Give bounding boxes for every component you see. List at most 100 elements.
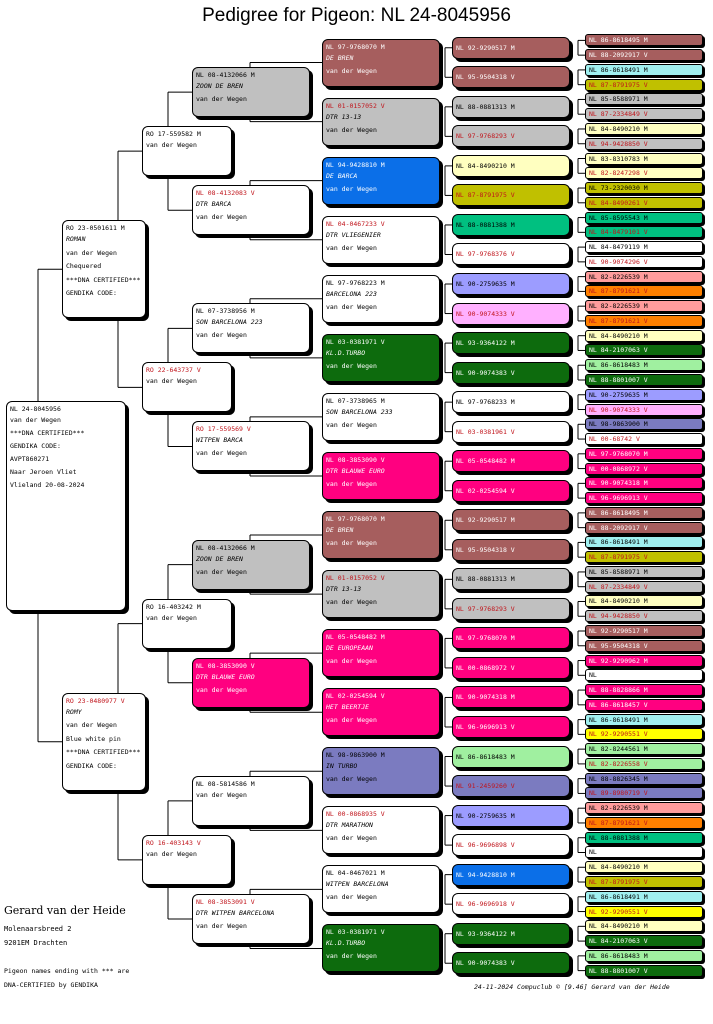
gen6-ancestor-box[interactable]: NL 82-8244561 M	[585, 743, 703, 756]
gen6-ancestor-box[interactable]: NL 87-8791975 V	[585, 876, 703, 889]
gen6-ancestor-box[interactable]: NL 82-8226539 M	[585, 802, 703, 815]
gen6-ancestor-box[interactable]: NL 85-8595543 M	[585, 211, 703, 224]
gen5-ancestor-box[interactable]: NL 87-8791975 V	[452, 184, 570, 207]
gen5-ancestor-box[interactable]: NL 88-0881313 M	[452, 95, 570, 118]
gen6-ancestor-box[interactable]: NL 92-9290517 M	[585, 625, 703, 637]
gen5-ancestor-box[interactable]: NL 90-2759635 M	[452, 273, 570, 296]
gen6-ancestor-box[interactable]: NL 87-8791621 V	[585, 314, 703, 327]
gen5-ancestor-box[interactable]: NL 92-9290517 M	[452, 509, 570, 532]
gen6-ancestor-box[interactable]: NL 97-9768070 M	[585, 447, 703, 460]
gen6-ancestor-box[interactable]: NL 88-2092917 V	[585, 49, 703, 62]
gen6-ancestor-box[interactable]: NL 92-9290962 M	[585, 654, 703, 667]
gen6-ancestor-box[interactable]: NL 90-9074333 V	[585, 403, 703, 416]
gen6-ancestor-box[interactable]: NL 86-8618495 M	[585, 506, 703, 519]
gen6-ancestor-box[interactable]: NL 95-9504318 V	[585, 639, 703, 652]
gen6-ancestor-box[interactable]: NL 92-9290551 V	[585, 905, 703, 918]
gen5-ancestor-box[interactable]: NL 90-9074318 M	[452, 686, 570, 709]
gen5-ancestor-box[interactable]: NL 90-9074383 V	[452, 952, 570, 975]
gen6-ancestor-box[interactable]: NL 88-8801007 V	[585, 373, 703, 386]
gen6-ancestor-box[interactable]: NL 84-8490210 M	[585, 920, 703, 933]
gen6-ancestor-box[interactable]: NL 86-8618457 V	[585, 698, 703, 711]
gen6-ancestor-box[interactable]: NL 82-8226539 M	[585, 300, 703, 313]
gen5-ancestor-box[interactable]: NL 91-2459260 V	[452, 775, 570, 798]
gen6-ancestor-box[interactable]: NL 84-8490210 M	[585, 861, 703, 874]
gen5-ancestor-box[interactable]: NL 97-9768376 V	[452, 243, 570, 266]
gen6-ancestor-box[interactable]: NL 84-2107063 V	[585, 935, 703, 948]
gen6-ancestor-box[interactable]: NL 84-8490210 M	[585, 595, 703, 608]
gen5-ancestor-box[interactable]: NL 97-9768233 M	[452, 391, 570, 414]
gen6-ancestor-box[interactable]: NL 88-8828866 M	[585, 684, 703, 697]
gen6-ancestor-box[interactable]: NL 87-2334849 V	[585, 580, 703, 593]
gen6-ancestor-box[interactable]: NL 00-0868972 V	[585, 462, 703, 475]
gen6-ancestor-box[interactable]: NL 84-2107063 V	[585, 344, 703, 357]
gen6-ancestor-box[interactable]: NL 86-8618491 M	[585, 536, 703, 549]
gen6-ancestor-box[interactable]: NL 87-2334849 V	[585, 108, 703, 121]
gen6-ancestor-box[interactable]: NL 85-8588971 M	[585, 565, 703, 578]
gen5-ancestor-box[interactable]: NL 97-9768070 M	[452, 627, 570, 650]
gen5-ancestor-box[interactable]: NL 96-9696913 V	[452, 715, 570, 738]
gen5-ancestor-box[interactable]: NL 88-0881388 M	[452, 213, 570, 236]
gen5-ancestor-box[interactable]: NL 97-9768293 V	[452, 597, 570, 620]
gen5-ancestor-box[interactable]: NL 90-2759635 M	[452, 804, 570, 827]
gen6-ancestor-box[interactable]: NL 86-8618491 M	[585, 713, 703, 726]
gen6-ancestor-box[interactable]: NL 84-8490261 V	[585, 196, 703, 209]
gen5-ancestor-box[interactable]: NL 95-9504318 V	[452, 66, 570, 89]
gen6-ancestor-box[interactable]: NL 73-2320030 M	[585, 182, 703, 195]
gen6-ancestor-box[interactable]: NL 87-8791621 V	[585, 285, 703, 298]
gen5-ancestor-box[interactable]: NL 96-9696898 V	[452, 834, 570, 857]
gen5-ancestor-box[interactable]: NL 05-0548482 M	[452, 450, 570, 473]
gen5-ancestor-box[interactable]: NL 88-0881313 M	[452, 568, 570, 591]
gen5-ancestor-box[interactable]: NL 94-9428810 M	[452, 863, 570, 886]
gen6-ancestor-box[interactable]: NL 88-8826345 M	[585, 772, 703, 785]
gen6-ancestor-box[interactable]: NL 87-8791621 V	[585, 816, 703, 829]
gen6-ancestor-box[interactable]: NL 88-8801007 V	[585, 964, 703, 977]
gen6-ancestor-box[interactable]: NL 89-8980719 V	[585, 787, 703, 800]
gen6-ancestor-box[interactable]: NL 87-8791975 V	[585, 78, 703, 91]
gen6-ancestor-box[interactable]: NL	[585, 669, 703, 682]
gen5-ancestor-box[interactable]: NL 84-8490210 M	[452, 154, 570, 177]
gen6-ancestor-box[interactable]: NL 82-8226539 M	[585, 270, 703, 283]
gen6-ancestor-box[interactable]: NL 87-8791975 V	[585, 551, 703, 564]
gen6-ancestor-box[interactable]: NL 86-8618491 M	[585, 63, 703, 76]
gen5-ancestor-box[interactable]: NL 90-9074383 V	[452, 361, 570, 384]
gen6-ancestor-box[interactable]: NL 86-8618483 M	[585, 949, 703, 962]
gen5-ancestor-box[interactable]: NL 00-0868972 V	[452, 656, 570, 679]
gen5-ancestor-box[interactable]: NL 92-9290517 M	[452, 36, 570, 59]
gen5-ancestor-box[interactable]: NL 97-9768293 V	[452, 125, 570, 148]
gen6-ancestor-box[interactable]: NL 84-8479119 M	[585, 241, 703, 254]
gen6-ancestor-box[interactable]: NL 84-8490210 M	[585, 329, 703, 342]
gen6-ancestor-box[interactable]: NL 82-8226558 V	[585, 757, 703, 770]
gen6-ancestor-box[interactable]: NL 94-9428850 V	[585, 610, 703, 623]
gen6-ancestor-box[interactable]: NL 86-8618495 M	[585, 34, 703, 47]
gen6-ancestor-box[interactable]: NL 88-0881388 M	[585, 831, 703, 844]
gen6-ancestor-box[interactable]: NL 86-8618491 M	[585, 890, 703, 903]
gen5-ancestor-box[interactable]: NL 96-9696918 V	[452, 893, 570, 916]
gen6-ancestor-box[interactable]: NL 90-2759635 M	[585, 388, 703, 401]
gen6-ancestor-box[interactable]: NL 92-9290551 V	[585, 728, 703, 741]
gen6-ancestor-box[interactable]: NL 84-8479101 V	[585, 226, 703, 239]
gen6-ancestor-box[interactable]: NL	[585, 846, 703, 859]
gen6-ancestor-box[interactable]: NL 83-8310783 M	[585, 152, 703, 165]
